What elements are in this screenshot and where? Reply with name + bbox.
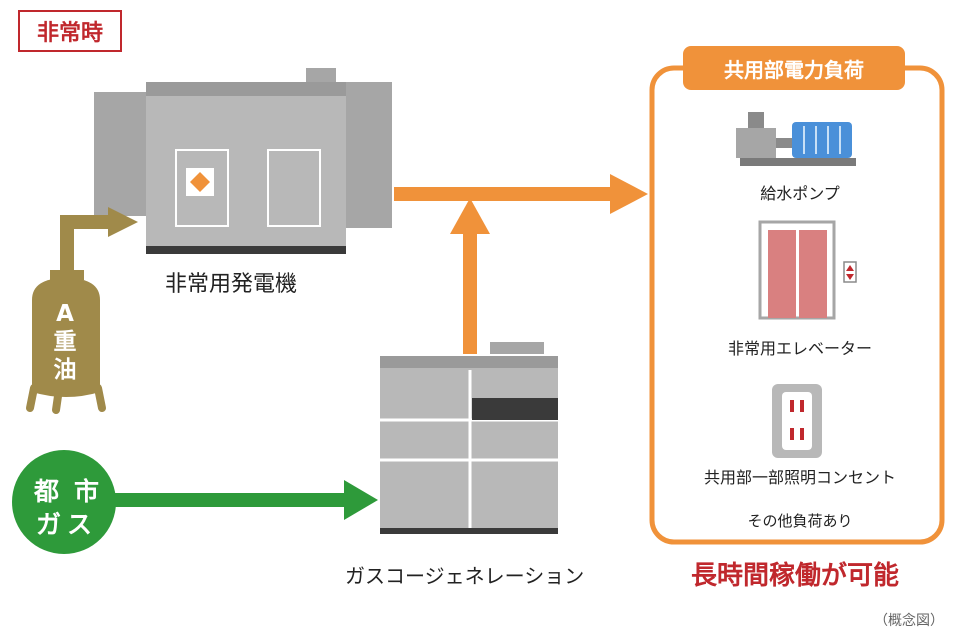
city-gas-illustration (12, 450, 378, 554)
fuel-tank-line2: 重 (53, 329, 77, 355)
outlet-icon (772, 384, 822, 458)
elevator-icon (758, 220, 857, 320)
fuel-line (60, 207, 138, 268)
fuel-tank-line1: A (56, 301, 74, 327)
gas-arrow-icon (344, 480, 378, 520)
arrow-right-icon (610, 174, 648, 214)
fuel-tank-illustration (26, 262, 106, 414)
city-gas-char1: 都 (34, 477, 60, 506)
generator-label: 非常用発電機 (165, 272, 298, 297)
cogeneration-illustration (380, 342, 558, 534)
load-other-note: その他負荷あり (747, 512, 853, 530)
cogeneration-label: ガスコージェネレーション (345, 564, 585, 588)
fuel-arrow-icon (108, 207, 138, 237)
water-pump-icon (736, 112, 856, 166)
city-gas-char2: 市 (74, 477, 100, 506)
load-item-elevator: 非常用エレベーター (727, 339, 872, 358)
load-panel-title: 共用部電力負荷 (683, 46, 905, 90)
long-operation-highlight: 長時間稼働が可能 (690, 561, 899, 591)
load-item-outlet: 共用部一部照明コンセント (703, 468, 896, 487)
cogeneration-up-arrow (450, 198, 490, 354)
concept-note: （概念図） (874, 613, 944, 629)
warning-diamond-icon (190, 172, 210, 192)
fuel-tank-line3: 油 (53, 357, 77, 383)
mode-badge: 非常時 (18, 10, 122, 52)
load-item-water-pump: 給水ポンプ (760, 184, 840, 203)
generator-illustration (94, 68, 392, 254)
power-output-arrow (394, 174, 648, 214)
arrow-up-icon (450, 198, 490, 234)
city-gas-row2: ガス (36, 510, 99, 539)
